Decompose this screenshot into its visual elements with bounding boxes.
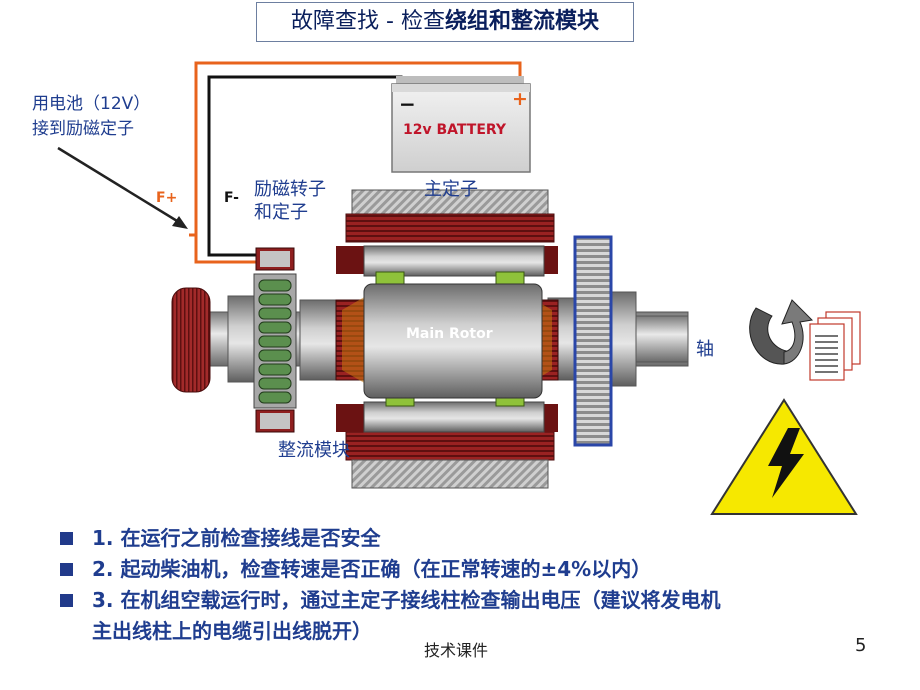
step-text: 在机组空载运行时，通过主定子接线柱检查输出电压（建议将发电机 [120,588,721,612]
rectifier-label: 整流模块 [278,440,350,461]
main-rotor-label: Main Rotor [406,326,493,342]
list-item: 3. 在机组空载运行时，通过主定子接线柱检查输出电压（建议将发电机 [60,585,900,616]
battery-minus: − [399,92,416,116]
step-number: 3. [92,588,114,612]
bullet-square-icon [60,532,73,545]
shaft-label: 轴 [696,339,714,360]
orange-wire-to-exciter [194,235,262,264]
bullet-square-icon [60,563,73,576]
list-item-continuation: 主出线柱上的电缆引出线脱开） [60,616,900,647]
left-flange [171,287,211,393]
exciter-label-line2: 和定子 [254,202,308,223]
list-item: 2. 起动柴油机，检查转速是否正确（在正常转速的±4%以内） [60,554,900,585]
step-text-continuation: 主出线柱上的电缆引出线脱开） [92,619,372,643]
battery-note-line2: 接到励磁定子 [32,119,134,139]
battery-plus: + [512,88,528,110]
rotation-arrow-icon [749,299,814,365]
main-stator-bottom [345,431,555,461]
battery-label: 12v BATTERY [403,122,507,138]
step-text: 在运行之前检查接线是否安全 [120,526,381,550]
step-number: 1. [92,526,114,550]
battery-terminals [396,76,524,85]
main-stator-label: 主定子 [424,179,478,200]
steps-list: 1. 在运行之前检查接线是否安全 2. 起动柴油机，检查转速是否正确（在正常转速… [60,523,900,647]
exciter-label-line1: 励磁转子 [254,179,326,200]
title-plain: 故障查找 - 检查 [291,9,445,34]
page-title: 故障查找 - 检查绕组和整流模块 [256,2,634,42]
step-number: 2. [92,557,114,581]
battery-note-line1: 用电池（12V） [32,94,151,114]
generator-diagram [57,61,861,515]
document-icon [809,311,861,381]
footer-text: 技术课件 [424,641,489,660]
f-minus-label: F- [224,190,239,206]
page-number: 5 [855,635,867,656]
orange-wire [189,61,522,237]
f-plus-label: F+ [156,190,178,206]
list-item: 1. 在运行之前检查接线是否安全 [60,523,900,554]
step-text: 起动柴油机，检查转速是否正确（在正常转速的±4%以内） [120,557,652,581]
high-voltage-warning-icon [710,398,858,515]
cooling-fan [573,235,613,447]
bullet-square-icon [60,594,73,607]
title-bold: 绕组和整流模块 [444,9,599,34]
main-stator-top [351,189,549,217]
main-rotor [363,283,543,399]
